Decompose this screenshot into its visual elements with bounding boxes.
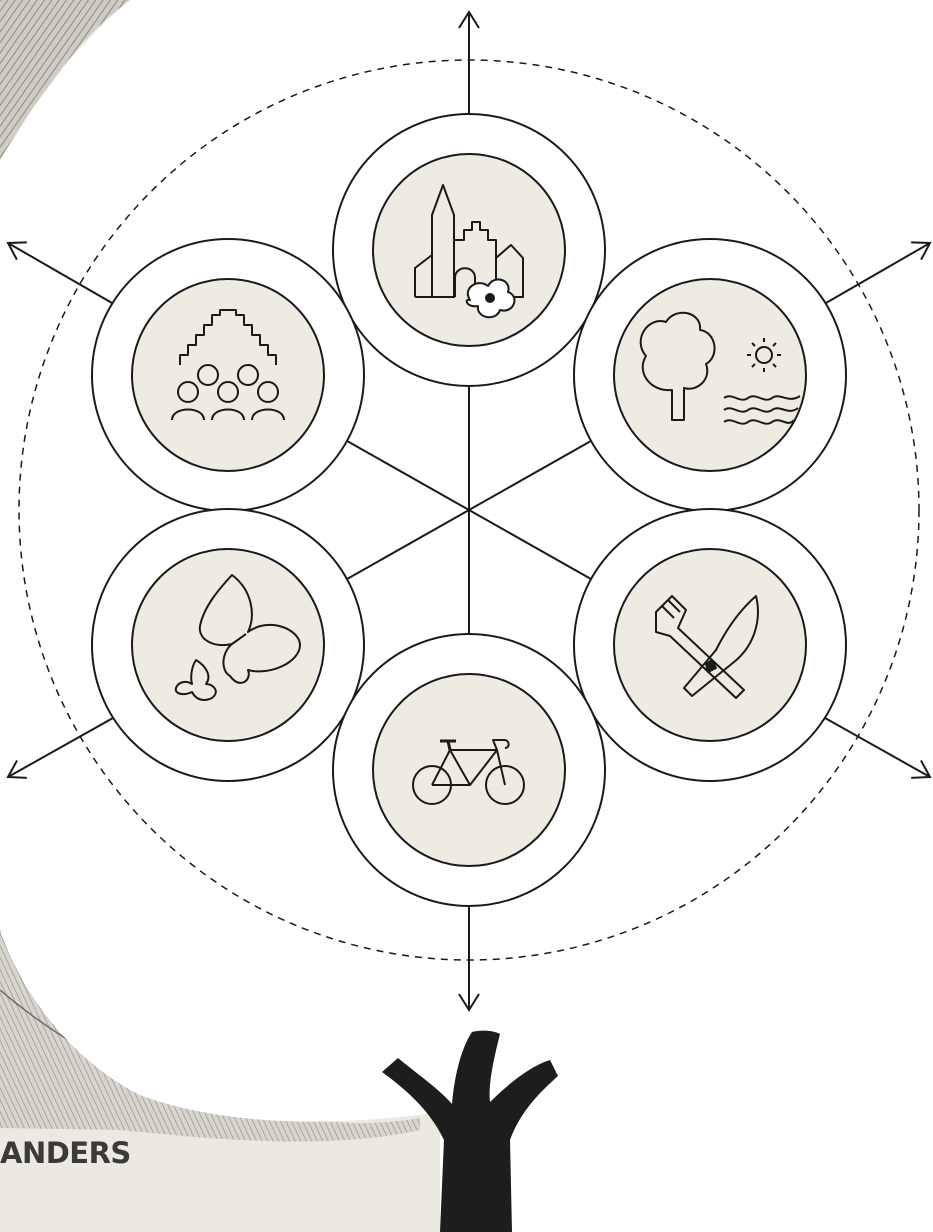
node-cycling (333, 634, 605, 906)
node-church (333, 114, 605, 386)
node-wildlife (92, 509, 364, 781)
node-food (574, 509, 846, 781)
brand-wordmark: ANDERS (0, 1136, 131, 1170)
node-community (92, 239, 364, 511)
node-nature (574, 239, 846, 511)
